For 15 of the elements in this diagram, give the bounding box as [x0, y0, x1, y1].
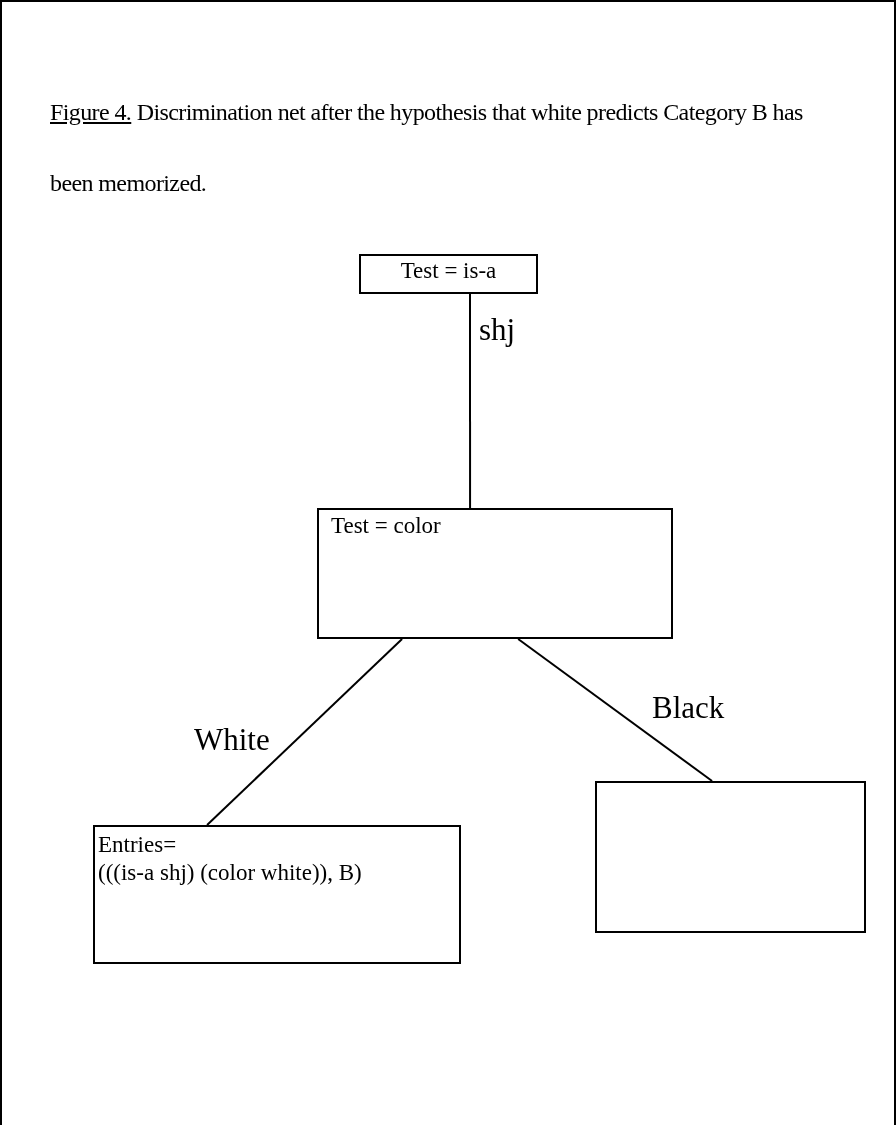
connector-line: [469, 293, 472, 509]
edge-label: Black: [652, 690, 725, 726]
connector-line: [517, 638, 714, 782]
edge-label: White: [194, 722, 270, 758]
node-text: Entries=: [98, 831, 178, 859]
figure-caption: Figure 4. Discrimination net after the hypothesis that white predicts Category B has been memorized.: [50, 98, 804, 198]
node-box: [93, 825, 461, 964]
node-box: [359, 254, 538, 294]
empty-box: [595, 781, 866, 933]
node-text: (((is-a shj) (color white)), B): [98, 859, 363, 887]
edge-label: shj: [479, 312, 516, 348]
connector-line: [206, 638, 404, 826]
node-box: [317, 508, 673, 639]
node-text: Test = color: [331, 512, 442, 540]
node-text: Test = is-a: [400, 257, 497, 285]
